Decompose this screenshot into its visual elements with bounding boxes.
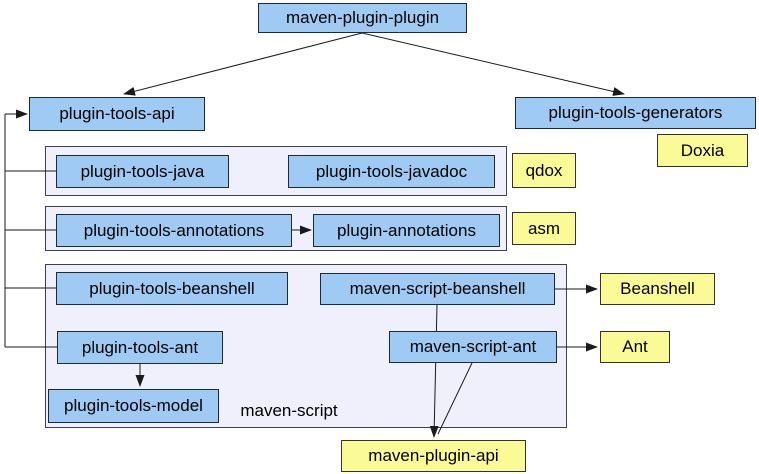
node-plugin-tools-model: plugin-tools-model (48, 389, 219, 423)
node-beanshell: Beanshell (600, 273, 715, 305)
node-plugin-tools-annotations: plugin-tools-annotations (56, 214, 292, 247)
edge-plugin-to-tools-api (123, 32, 363, 96)
node-maven-script-beanshell: maven-script-beanshell (320, 273, 555, 305)
node-doxia: Doxia (657, 134, 748, 167)
node-maven-plugin-api: maven-plugin-api (341, 440, 526, 472)
node-maven-script-ant: maven-script-ant (389, 331, 557, 363)
node-plugin-tools-java: plugin-tools-java (56, 155, 229, 188)
group-maven-script-label: maven-script (240, 401, 338, 420)
node-maven-plugin-plugin: maven-plugin-plugin (258, 3, 467, 33)
node-plugin-tools-ant: plugin-tools-ant (57, 331, 223, 364)
node-plugin-tools-beanshell: plugin-tools-beanshell (56, 272, 288, 305)
node-ant: Ant (600, 331, 670, 363)
edge-plugin-to-generators (361, 32, 625, 96)
node-plugin-annotations: plugin-annotations (313, 214, 500, 247)
edge-script-beanshell-to-plugin-api (429, 304, 439, 438)
node-plugin-tools-javadoc: plugin-tools-javadoc (288, 155, 495, 188)
node-plugin-tools-api: plugin-tools-api (29, 97, 205, 131)
node-qdox: qdox (512, 153, 576, 188)
node-asm: asm (512, 212, 576, 245)
node-plugin-tools-generators: plugin-tools-generators (515, 97, 756, 129)
edge-script-ant-to-plugin-api (437, 362, 473, 435)
